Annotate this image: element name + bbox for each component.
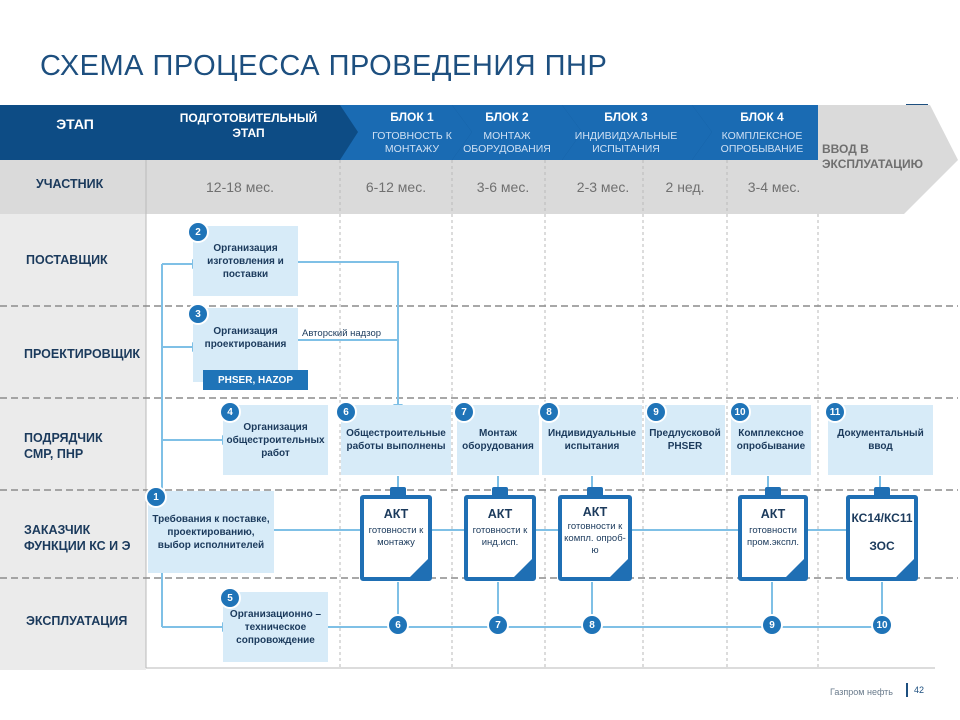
step-box-2: Организация изготовления и поставки: [193, 226, 298, 296]
step-badge-1: 1: [145, 486, 167, 508]
commission-arrow: [818, 105, 958, 214]
step-badge-7: 7: [453, 401, 475, 423]
document-title: АКТ: [582, 505, 608, 519]
prep-stage-label: ПОДГОТОВИТЕЛЬНЫЙ ЭТАП: [179, 111, 318, 140]
row-label-customer: ЗАКАЗЧИК ФУНКЦИИ КС И Э: [24, 523, 131, 553]
document-title: АКТ: [760, 507, 786, 521]
duration-block4: 3-4 мес.: [747, 179, 801, 195]
stage-label: ЭТАП: [56, 116, 94, 132]
block3-arrow: [562, 105, 712, 160]
duration-block3: 2-3 мес.: [576, 179, 630, 195]
document-subtitle: готовности к компл. опроб-ю: [564, 521, 626, 556]
footer-divider: [906, 683, 908, 697]
document-subtitle: готовности к инд.исп.: [472, 525, 528, 548]
step-box-4: Организация общестроительных работ: [223, 405, 328, 475]
document-subtitle: готовности к монтажу: [368, 525, 424, 548]
author-supervision-note: Авторский надзор: [302, 328, 382, 339]
step-box-3: Организация проектирования: [193, 308, 298, 382]
step-badge-3: 3: [187, 303, 209, 325]
block-1: БЛОК 1 ГОТОВНОСТЬ К МОНТАЖУ: [362, 110, 462, 156]
block-subtitle: ГОТОВНОСТЬ К МОНТАЖУ: [372, 130, 452, 155]
step-box-11: Документальный ввод: [828, 405, 933, 475]
phser-hazop-tag: PHSER, HAZOP: [203, 370, 308, 390]
step-badge-4: 4: [219, 401, 241, 423]
step-badge-5: 5: [219, 587, 241, 609]
duration-prep: 12-18 мес.: [206, 179, 274, 195]
step-badge-10: 10: [729, 401, 751, 423]
document-title: АКТ: [383, 507, 409, 521]
block2-arrow: [452, 105, 582, 160]
document-title: АКТ: [487, 507, 513, 521]
block1-arrow: [340, 105, 472, 160]
row-label-designer: ПРОЕКТИРОВЩИК: [24, 347, 141, 361]
row-label-supplier: ПОСТАВЩИК: [26, 253, 108, 267]
block4-arrow: [692, 105, 842, 160]
step-badge-2: 2: [187, 221, 209, 243]
document-act-3: АКТ готовности к компл. опроб-ю: [558, 495, 632, 581]
operation-marker-9: 9: [761, 614, 783, 636]
document-act-2: АКТ готовности к инд.исп.: [464, 495, 536, 581]
block-2: БЛОК 2 МОНТАЖ ОБОРУДОВАНИЯ: [458, 110, 556, 156]
step-badge-8: 8: [538, 401, 560, 423]
block-subtitle: ИНДИВИДУАЛЬНЫЕ ИСПЫТАНИЯ: [574, 130, 678, 155]
document-act-1: АКТ готовности к монтажу: [360, 495, 432, 581]
block-subtitle: КОМПЛЕКСНОЕ ОПРОБЫВАНИЕ: [720, 130, 804, 155]
operation-marker-10: 10: [871, 614, 893, 636]
block-title: БЛОК 1: [390, 110, 434, 124]
footer-company: Газпром нефть: [830, 687, 893, 697]
page-number: 42: [914, 685, 925, 695]
step-badge-9: 9: [645, 401, 667, 423]
row-label-contractor: ПОДРЯДЧИК СМР, ПНР: [24, 431, 103, 461]
operation-marker-7: 7: [487, 614, 509, 636]
block-subtitle: МОНТАЖ ОБОРУДОВАНИЯ: [463, 130, 551, 155]
block-title: БЛОК 3: [604, 110, 648, 124]
row-label-operation: ЭКСПЛУАТАЦИЯ: [26, 614, 128, 628]
page-title: СХЕМА ПРОЦЕССА ПРОВЕДЕНИЯ ПНР: [40, 50, 608, 82]
operation-marker-6: 6: [387, 614, 409, 636]
document-subtitle: готовности пром.экспл.: [746, 525, 800, 548]
block-title: БЛОК 4: [740, 110, 784, 124]
step-badge-11: 11: [824, 401, 846, 423]
step-box-1: Требования к поставке, проектированию, в…: [148, 491, 274, 573]
duration-block1: 6-12 мес.: [365, 179, 427, 195]
participant-band: [0, 160, 818, 214]
commission-label: ВВОД В ЭКСПЛУАТАЦИЮ: [822, 142, 924, 171]
participant-label: УЧАСТНИК: [36, 177, 104, 191]
duration-prestart: 2 нед.: [665, 179, 705, 195]
document-ks14: КС14/КС11 ЗОС: [846, 495, 918, 581]
document-subtitle: ЗОС: [869, 539, 895, 553]
operation-marker-8: 8: [581, 614, 603, 636]
step-box-5: Организационно – техническое сопровожден…: [223, 592, 328, 662]
step-box-6: Общестроительные работы выполнены: [341, 405, 451, 475]
document-title: КС14/КС11: [851, 511, 913, 525]
row-label-column: [0, 214, 146, 670]
block-4: БЛОК 4 КОМПЛЕКСНОЕ ОПРОБЫВАНИЕ: [712, 110, 812, 156]
block-3: БЛОК 3 ИНДИВИДУАЛЬНЫЕ ИСПЫТАНИЯ: [568, 110, 684, 156]
block-title: БЛОК 2: [485, 110, 529, 124]
step-badge-6: 6: [335, 401, 357, 423]
duration-block2: 3-6 мес.: [476, 179, 530, 195]
